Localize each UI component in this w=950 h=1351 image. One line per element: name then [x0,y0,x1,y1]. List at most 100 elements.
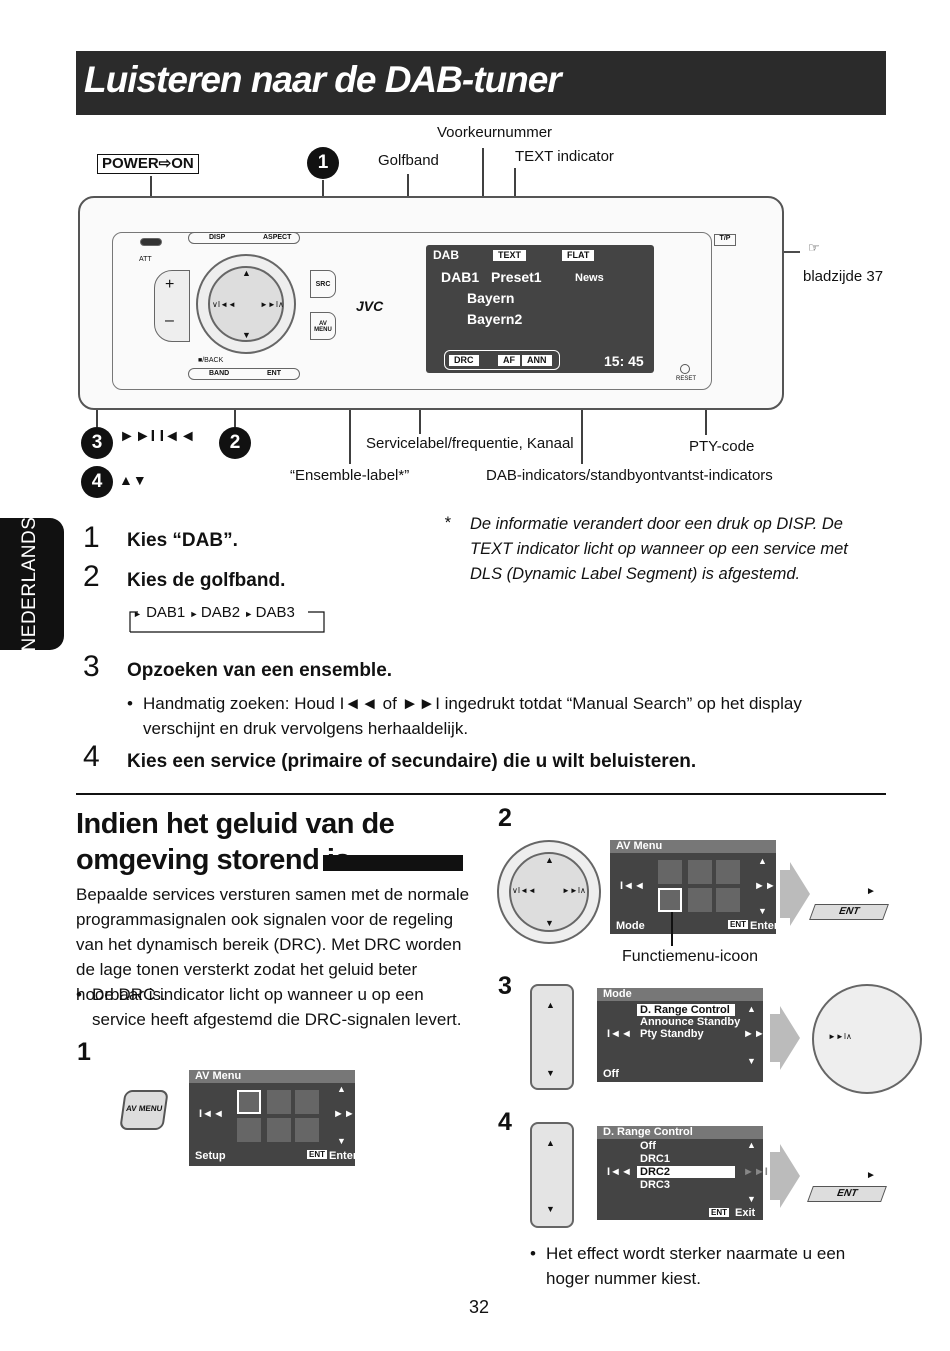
screen-news: News [575,272,604,284]
fig3-dial-side[interactable] [530,984,574,1090]
sound-icon [295,1090,319,1114]
footnote: De informatie verandert door een druk op… [470,515,848,583]
tp-button[interactable]: T/P [714,234,736,246]
up-arrow-icon: ▲ [337,1084,346,1094]
fig2-caption: Functiemenu-icoon [622,948,759,965]
press-arrow-icon: ► [866,886,876,897]
fig1-number: 1 [77,1038,91,1066]
callout-ensemble: “Ensemble-label*” [290,467,410,484]
step-2-number: 2 [83,560,100,593]
band-dab3: DAB3 [255,604,295,621]
bluetooth-icon [295,1118,319,1142]
menu-item[interactable]: Pty Standby [640,1028,704,1040]
down-arrow-icon: ▼ [546,1068,555,1078]
setup-icon [658,860,682,884]
disp-aspect-button[interactable]: DISP ASPECT [188,232,300,244]
bullet-dot: • [127,694,133,713]
fig1-footer-left: Setup [195,1150,226,1162]
menu-item-selected[interactable]: D. Range Control [637,1004,735,1016]
band-ent-button[interactable]: BAND ENT [188,368,300,380]
text-indicator: TEXT [493,250,527,261]
fig2-ent-button[interactable]: ENT [809,904,889,920]
drc-indicator: DRC [449,355,479,366]
ann-indicator: ANN [522,355,552,366]
af-indicator: AF [498,355,520,366]
disp-label: DISP [209,234,226,241]
menu-item[interactable]: Off [640,1140,656,1152]
bullet-dot: • [76,985,82,1004]
fig4-menu-title: D. Range Control [597,1126,763,1139]
control-dial-inner[interactable] [208,266,284,342]
ent-label: ENT [267,370,281,377]
band-label: BAND [209,370,230,377]
back-label: ■/BACK [198,357,224,364]
up-arrow-icon: ▲ [758,856,767,866]
up-arrow-icon: ▲ [545,855,554,865]
up-down-icons: ▲▼ [119,472,147,488]
av-menu-label: AV MENU [314,321,332,333]
menu-item-selected[interactable]: DRC2 [637,1166,735,1178]
flat-indicator: FLAT [562,250,595,261]
menu-item[interactable]: DRC3 [640,1179,670,1191]
av-menu-button[interactable]: AV MENU [310,312,336,340]
fig2-menu-title: AV Menu [610,840,776,853]
next-icon: ►►I [333,1108,358,1120]
next-icon: ►►I∧ [828,1032,852,1041]
section-divider [76,793,886,795]
setup-icon [237,1090,261,1114]
src-label: SRC [315,281,331,288]
pointer-hand-icon: ☞ [808,240,820,255]
page-number: 32 [469,1297,490,1317]
fig4-ent-button[interactable]: ENT [807,1186,887,1202]
faceplate-inner [112,232,712,390]
fig3-dial[interactable] [812,984,922,1094]
volume-rocker[interactable] [154,270,190,342]
src-button[interactable]: SRC [310,270,336,298]
sound-icon [716,860,740,884]
section2-paragraph: Bepaalde services versturen samen met de… [76,885,470,1004]
fig2-number: 2 [498,804,512,832]
page-title: Luisteren naar de DAB-tuner [84,59,562,100]
callout-page-ref: bladzijde 37 [803,268,884,285]
function-icon [237,1118,261,1142]
next-icon: ►►I [743,1028,768,1040]
bullet-dot: • [530,1244,536,1263]
down-arrow-icon: ▼ [545,918,554,928]
fig3-footer-left: Off [603,1068,619,1080]
screen-service: Bayern [467,290,515,306]
arrow-right-icon [770,1006,800,1070]
menu-item[interactable]: Announce Standby [640,1016,741,1028]
step-3-number: 3 [83,650,100,683]
down-arrow-icon: ▼ [242,330,251,340]
up-arrow-icon: ▲ [546,1000,555,1010]
fig2-dial-inner[interactable] [509,852,589,932]
equalizer-icon [267,1090,291,1114]
arrow-right-icon [770,1144,800,1208]
up-arrow-icon: ▲ [546,1138,555,1148]
callout-pty-code: PTY-code [689,438,755,455]
prev-icon: ∨I◄◄ [512,886,536,895]
up-arrow-icon: ▲ [747,1004,756,1014]
band-dab2: DAB2 [200,604,241,621]
up-arrow-icon: ▲ [242,268,251,278]
power-button[interactable] [140,238,162,246]
screen-service2: Bayern2 [467,311,523,327]
down-arrow-icon: ▼ [758,906,767,916]
prev-icon: I◄◄ [199,1108,224,1120]
av-menu-key-label: AV MENU [125,1104,163,1113]
band-dab1: DAB1 [146,604,186,621]
callout-servicelabel: Servicelabel/frequentie, Kanaal [366,435,574,452]
prev-icon: I◄◄ [607,1166,632,1178]
callout-golfband: Golfband [378,152,439,169]
fig4-dial-side[interactable] [530,1122,574,1228]
language-tab: NEDERLANDS [0,517,64,651]
att-label: ATT [139,256,152,263]
band-cycle: ► DAB1 ► DAB2 ► DAB3 [133,604,295,621]
section2-title-1: Indien het geluid van de [76,808,395,840]
indicator-group [444,350,560,370]
menu-item[interactable]: DRC1 [640,1153,670,1165]
callout-voorkeurnummer: Voorkeurnummer [437,124,553,141]
reset-button[interactable] [680,364,690,374]
av-menu-key[interactable]: AV MENU [119,1090,169,1130]
arrow-right-icon [780,862,810,926]
